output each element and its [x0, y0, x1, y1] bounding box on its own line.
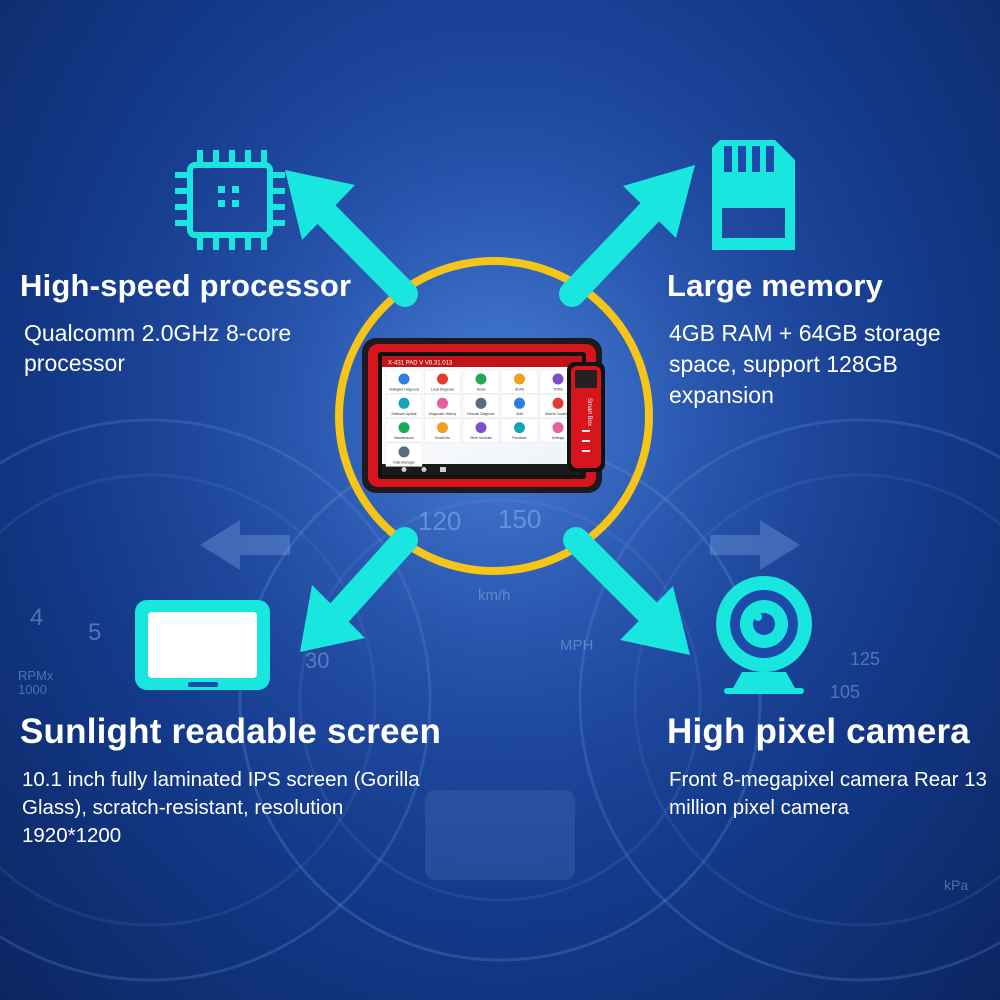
arrow-screen-head: [300, 585, 365, 652]
gauge-label: 150: [498, 504, 541, 534]
webcam-icon: [716, 576, 812, 694]
feature-description: Qualcomm 2.0GHz 8-core processor: [24, 320, 292, 376]
tablet-nav-bar: [382, 464, 582, 475]
sd-card-contacts: [724, 146, 774, 172]
gauge-label: 120: [418, 506, 461, 536]
vci-smart-box: Smart Box: [567, 362, 605, 472]
vci-leds: [582, 430, 590, 452]
gauge-label: kPa: [944, 877, 968, 893]
feature-camera: High pixel camera Front 8-megapixel came…: [667, 712, 989, 822]
left-arrow-glyph: [200, 520, 290, 570]
app-label: ADAS: [515, 388, 525, 392]
gauge-label: 5: [88, 619, 101, 646]
app-label: Intelligent Diagnosis: [389, 388, 420, 392]
app-label: Diagnostic History: [429, 412, 457, 416]
app-label: Other Modules: [470, 436, 493, 440]
feature-screen: Sunlight readable screen 10.1 inch fully…: [20, 712, 442, 850]
gauge-label: 105: [830, 682, 860, 702]
app-label: Remote Diagnose: [467, 412, 494, 416]
gauge-label: km/h: [478, 587, 511, 604]
app-icon: [552, 422, 564, 434]
app-icon: [514, 397, 525, 409]
tablet-icon: [135, 600, 270, 690]
arrow-screen-shaft: [327, 527, 418, 625]
feature-description: Front 8-megapixel camera Rear 13 million…: [669, 768, 987, 819]
app-label: Vehicle Coverage: [545, 412, 572, 416]
feature-description: 4GB RAM + 64GB storage space, support 12…: [669, 320, 941, 408]
display-panel: [425, 790, 575, 880]
app-label: Software Update: [391, 412, 416, 416]
sd-card-icon: [712, 140, 795, 250]
feature-title: Sunlight readable screen: [20, 712, 442, 751]
arrow-camera-head: [620, 586, 690, 655]
gauge-glyphs: [200, 520, 800, 880]
arrow-camera-shaft: [563, 527, 661, 625]
arrow-memory-head: [623, 165, 695, 238]
feature-memory: Large memory 4GB RAM + 64GB storage spac…: [667, 268, 989, 411]
tablet-title-text: X-431 PAD V V8.31.013: [388, 361, 453, 367]
gauge-labels: 120 150 km/h MPH 4 5 30 RPMx 1000 125 10…: [18, 504, 968, 893]
app-icon: [514, 422, 525, 434]
gauge-label: RPMx: [18, 668, 54, 683]
app-icon: [437, 373, 448, 385]
gauge-label: MPH: [560, 637, 593, 654]
vci-label: Smart Box: [586, 398, 592, 426]
gauge-label: 30: [305, 648, 329, 673]
app-label: Data Manager: [393, 460, 415, 464]
feature-title: High-speed processor: [20, 268, 352, 303]
yellow-ring: [335, 257, 653, 575]
app-icon: [398, 422, 410, 434]
app-icon: [475, 373, 487, 385]
gauge-right: [578, 418, 1000, 982]
app-icon: [398, 373, 410, 385]
app-icon: [475, 422, 487, 434]
app-icon: [437, 422, 448, 434]
feature-processor: High-speed processor Qualcomm 2.0GHz 8-c…: [20, 268, 354, 378]
arrow-processor-head: [285, 170, 355, 240]
arrow-processor-shaft: [309, 197, 418, 307]
app-icon: [552, 397, 564, 409]
app-label: Maintenance: [394, 436, 414, 440]
app-label: Reset: [477, 388, 486, 392]
right-arrow-glyph: [710, 520, 800, 570]
app-icon: [437, 397, 448, 409]
gauge-left: [0, 418, 432, 982]
arrowheads: [285, 165, 695, 655]
gauge-label: 125: [850, 649, 880, 669]
app-icon: [552, 373, 564, 385]
app-icon: [398, 446, 410, 458]
feature-description: 10.1 inch fully laminated IPS screen (Go…: [22, 768, 420, 847]
app-label: TPMS: [553, 388, 563, 392]
tablet-app-grid: Intelligent Diagnosis Local Diagnose Reset…: [385, 369, 577, 467]
tablet-title-bar: [382, 356, 582, 367]
feature-title: Large memory: [667, 268, 884, 303]
app-icon: [475, 397, 487, 409]
gauge-label: 1000: [18, 682, 47, 697]
cpu-chip-dots: [218, 186, 239, 207]
app-label: Settings: [552, 436, 565, 440]
gauge-label: 4: [30, 604, 43, 631]
diagnostic-tablet: X-431 PAD V V8.31.013 Intelligent Diagno…: [362, 338, 602, 493]
cpu-chip-icon: [175, 150, 285, 250]
app-label: Feedback: [512, 436, 527, 440]
tablet-nav-icons: [401, 467, 446, 472]
arrows: [309, 197, 663, 625]
app-icon: [398, 397, 410, 409]
app-label: Mall: [516, 412, 522, 416]
arrow-memory-shaft: [559, 199, 663, 307]
feature-title: High pixel camera: [667, 712, 970, 751]
app-label: Email Info: [435, 436, 450, 440]
app-icon: [514, 373, 525, 385]
app-label: Local Diagnose: [431, 388, 454, 392]
